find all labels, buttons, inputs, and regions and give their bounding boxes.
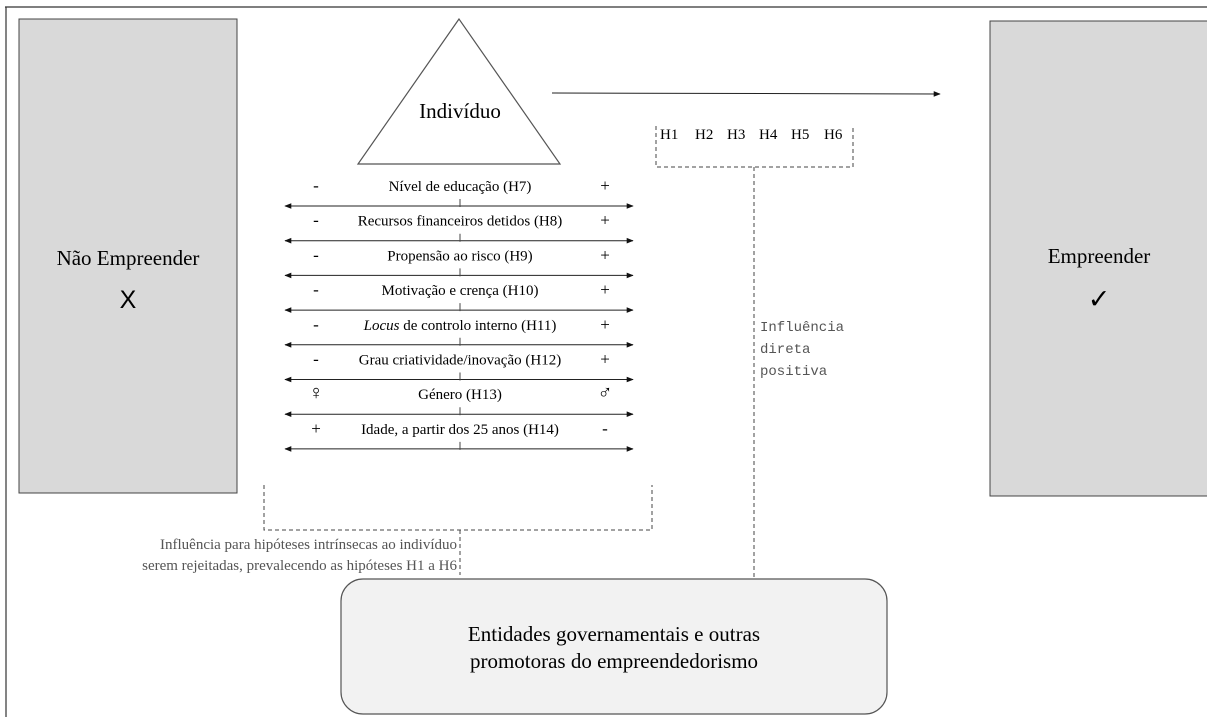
scale-right-sign: + <box>600 245 610 264</box>
hypothesis-h3: H3 <box>727 127 745 143</box>
x-mark-icon: X <box>120 286 137 314</box>
scale-left-sign: ♀ <box>309 382 324 404</box>
empreender-box: Empreender ✓ <box>989 20 1207 497</box>
nao-empreender-label: Não Empreender <box>57 246 200 270</box>
scale-right-sign: + <box>600 176 610 195</box>
hypothesis-h5: H5 <box>791 127 809 143</box>
empreender-label: Empreender <box>1048 244 1151 268</box>
scale-label-italic: Locus <box>363 318 400 334</box>
scale-row-4: - Motivação e crença (H10) + <box>284 280 634 313</box>
scale-row-7: ♀ Género (H13) ♂ <box>284 382 634 418</box>
nao-empreender-box: Não Empreender X <box>18 18 238 494</box>
checkmark-icon: ✓ <box>1088 284 1111 314</box>
hypothesis-h4: H4 <box>759 127 778 143</box>
scale-right-sign: - <box>602 419 608 438</box>
scale-right-sign: + <box>600 280 610 299</box>
scale-right-sign: + <box>600 315 610 334</box>
influence-note-line-2: direta <box>760 342 810 358</box>
scale-left-sign: - <box>313 211 319 230</box>
scale-label: Grau criatividade/inovação (H12) <box>359 353 561 369</box>
scale-right-sign: + <box>600 211 610 230</box>
intrinsic-note-line-1: Influência para hipóteses intrínsecas ao… <box>160 537 457 553</box>
scale-row-5: - Locus de controlo interno (H11) + <box>284 315 634 348</box>
hypothesis-scales: - Nível de educação (H7) + - Recursos financ… <box>284 176 634 452</box>
hypothesis-h1: H1 <box>660 127 678 143</box>
positive-influence-note: Influência direta positiva <box>760 320 844 380</box>
influence-note-line-3: positiva <box>760 364 827 380</box>
entities-box: Entidades governamentais e outras promot… <box>340 578 888 715</box>
scale-right-sign: ♂ <box>598 382 613 404</box>
scale-row-3: - Propensão ao risco (H9) + <box>284 245 634 279</box>
scale-left-sign: - <box>313 350 319 369</box>
hypothesis-h6: H6 <box>824 127 843 143</box>
scale-row-8: + Idade, a partir dos 25 anos (H14) - <box>284 419 634 452</box>
hypotheses-group: H1 H2 H3 H4 H5 H6 <box>655 126 854 578</box>
scale-label: Nível de educação (H7) <box>389 179 532 195</box>
scale-row-6: - Grau criatividade/inovação (H12) + <box>284 350 634 383</box>
individuo-label: Indivíduo <box>419 99 501 123</box>
scale-left-sign: + <box>311 419 321 438</box>
scale-row-2: - Recursos financeiros detidos (H8) + <box>284 211 634 244</box>
scale-right-sign: + <box>600 350 610 369</box>
intrinsic-note-line-2: serem rejeitadas, prevalecendo as hipóte… <box>142 558 457 574</box>
intrinsic-bracket <box>263 485 653 575</box>
scale-label: Género (H13) <box>418 387 502 403</box>
scale-label: Propensão ao risco (H9) <box>387 248 532 264</box>
main-arrow <box>551 91 941 97</box>
scale-left-sign: - <box>313 280 319 299</box>
scale-row-1: - Nível de educação (H7) + <box>284 176 634 209</box>
scale-label-text: de controlo interno (H11) <box>399 318 556 334</box>
entities-line-1: Entidades governamentais e outras <box>468 622 760 646</box>
scale-label: Motivação e crença (H10) <box>381 283 538 299</box>
scale-label: Locus de controlo interno (H11) <box>363 318 557 334</box>
individuo-triangle: Indivíduo <box>356 17 562 165</box>
scale-label: Recursos financeiros detidos (H8) <box>358 214 563 230</box>
scale-left-sign: - <box>313 315 319 334</box>
entities-line-2: promotoras do empreendedorismo <box>470 649 758 673</box>
scale-left-sign: - <box>313 245 319 264</box>
influence-note-line-1: Influência <box>760 320 844 336</box>
scale-left-sign: - <box>313 176 319 195</box>
scale-label: Idade, a partir dos 25 anos (H14) <box>361 422 559 438</box>
hypothesis-h2: H2 <box>695 127 713 143</box>
